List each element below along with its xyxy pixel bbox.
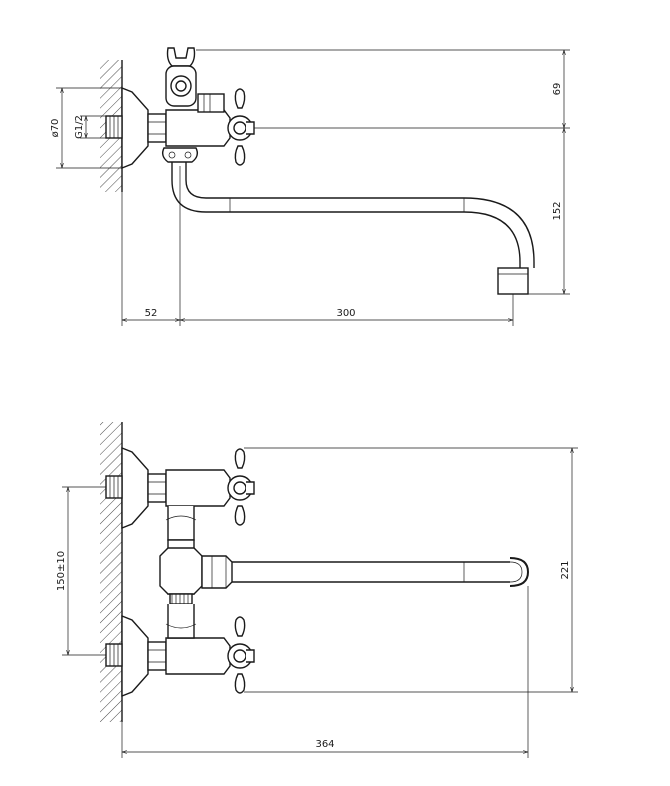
dim-inlet-spacing: 150±10 — [56, 551, 67, 591]
spout-end-cap — [509, 557, 530, 587]
front-view: 150±10 221 364 — [56, 422, 578, 758]
aerator-top — [497, 267, 529, 295]
dim-holder-height: 69 — [552, 83, 563, 96]
dim-spout-reach: 300 — [336, 308, 355, 319]
central-riser — [159, 506, 233, 639]
dim-thread: G1/2 — [74, 115, 85, 139]
union-nut-top — [161, 147, 199, 163]
side-view: 69 152 52 300 ø70 G1/2 — [50, 47, 570, 326]
dim-wall-to-spout-axis: 52 — [145, 308, 158, 319]
dim-overall-height: 221 — [560, 560, 571, 579]
diverter-housing-top — [197, 93, 225, 113]
dim-flange-diameter: ø70 — [50, 119, 61, 138]
dim-spout-drop: 152 — [552, 201, 563, 220]
upper-inlet — [105, 446, 255, 530]
hex-nut-top — [147, 113, 167, 143]
wall-hatch-bottom — [100, 422, 122, 722]
spout-inner-edge — [185, 162, 535, 268]
dim-overall-reach: 364 — [315, 739, 334, 750]
handle-cross-top — [227, 88, 255, 166]
valve-body-top — [165, 109, 231, 147]
spout-outer-edge — [171, 162, 521, 268]
lower-inlet — [105, 614, 255, 698]
shower-holder — [165, 47, 197, 107]
wall-flange-top — [121, 86, 149, 170]
